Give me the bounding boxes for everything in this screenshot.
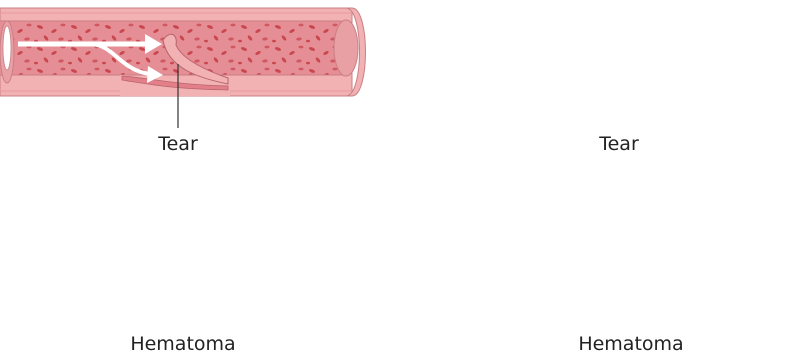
tear-label-left: Tear: [158, 133, 198, 155]
hematoma-label-right: Hematoma: [578, 333, 683, 355]
tear-label-right: Tear: [599, 133, 639, 155]
hematoma-label-left: Hematoma: [130, 333, 235, 355]
vessel-top-left: [0, 8, 366, 96]
